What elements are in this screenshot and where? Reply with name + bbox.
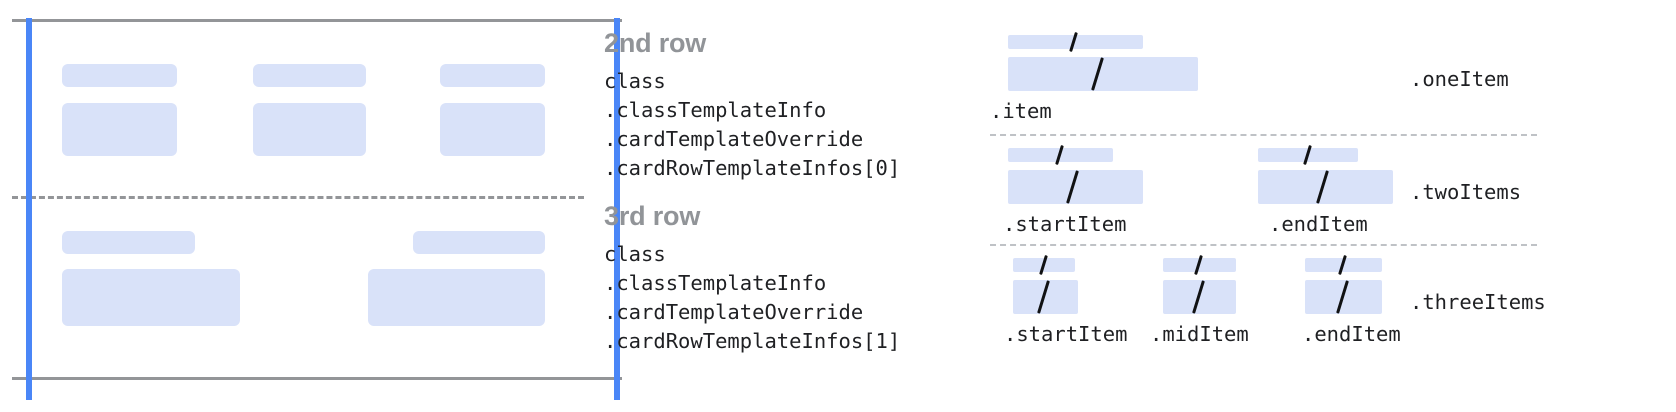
body-block-placeholder [440,103,545,156]
slash-icon [1194,254,1203,276]
body-block-placeholder [62,269,240,326]
item-variants-column: .item .oneItem .startItem .endItem .twoI… [985,0,1676,412]
row-divider-dashed [12,196,584,199]
slot-body-block [1163,280,1236,314]
slot-label: .startItem [1003,212,1127,236]
annotation-code-line: .classTemplateInfo [604,271,827,295]
slot-title-bar [1008,31,1143,53]
annotation-code-line: .cardRowTemplateInfos[1] [604,329,901,353]
card-bottom-rule [12,377,622,380]
annotation-column: 2nd row class .classTemplateInfo .cardTe… [604,0,984,412]
variant-name: .threeItems [1410,290,1546,314]
annotation-code-line: .classTemplateInfo [604,98,827,122]
slot-label: .startItem [1004,322,1128,346]
title-bar-placeholder [253,64,366,87]
slash-icon [1066,170,1079,204]
annotation-code-line: .cardTemplateOverride [604,300,864,324]
body-block-placeholder [253,103,366,156]
title-bar-placeholder [440,64,545,87]
slash-icon [1069,31,1078,53]
annotation-code-line: class [604,242,666,266]
body-block-placeholder [368,269,545,326]
annotation-title: 3rd row [604,201,701,231]
card-row-diagram [0,0,640,412]
title-bar-placeholder [62,64,177,87]
annotation-third-row: 3rd row class .classTemplateInfo .cardTe… [604,203,900,356]
annotation-code-line: class [604,69,666,93]
slash-icon [1338,254,1347,276]
slot-label: .item [990,99,1052,123]
slot-label: .endItem [1269,212,1368,236]
slot-body-block [1258,170,1393,204]
leading-margin-guide [26,18,32,400]
slash-icon [1303,144,1312,166]
slash-icon [1055,144,1064,166]
annotation-second-row: 2nd row class .classTemplateInfo .cardTe… [604,30,900,183]
annotation-code-path: class .classTemplateInfo .cardTemplateOv… [604,240,900,356]
annotation-code-line: .cardRowTemplateInfos[0] [604,156,901,180]
slot-body-block [1008,170,1143,204]
slot-title-bar [1163,254,1236,276]
annotation-code-path: class .classTemplateInfo .cardTemplateOv… [604,67,900,183]
title-bar-placeholder [413,231,545,254]
slot-body-block [1305,280,1382,314]
slash-icon [1039,254,1048,276]
trailing-margin-guide [614,18,620,400]
slot-label: .endItem [1302,322,1401,346]
body-block-placeholder [62,103,177,156]
annotation-title: 2nd row [604,28,707,58]
title-bar-placeholder [62,231,195,254]
slash-icon [1336,280,1349,314]
slash-icon [1037,280,1050,314]
variant-separator [990,134,1537,136]
slot-label: .midItem [1150,322,1249,346]
slot-title-bar [1008,144,1113,166]
variant-name: .oneItem [1410,67,1509,91]
slash-icon [1091,57,1104,91]
slot-title-bar [1013,254,1075,276]
slash-icon [1192,280,1205,314]
slash-icon [1316,170,1329,204]
slot-title-bar [1305,254,1382,276]
card-top-rule [12,19,622,22]
annotation-code-line: .cardTemplateOverride [604,127,864,151]
slot-title-bar [1258,144,1358,166]
slot-body-block [1008,57,1198,91]
variant-name: .twoItems [1410,180,1522,204]
variant-separator [990,244,1537,246]
slot-body-block [1013,280,1078,314]
